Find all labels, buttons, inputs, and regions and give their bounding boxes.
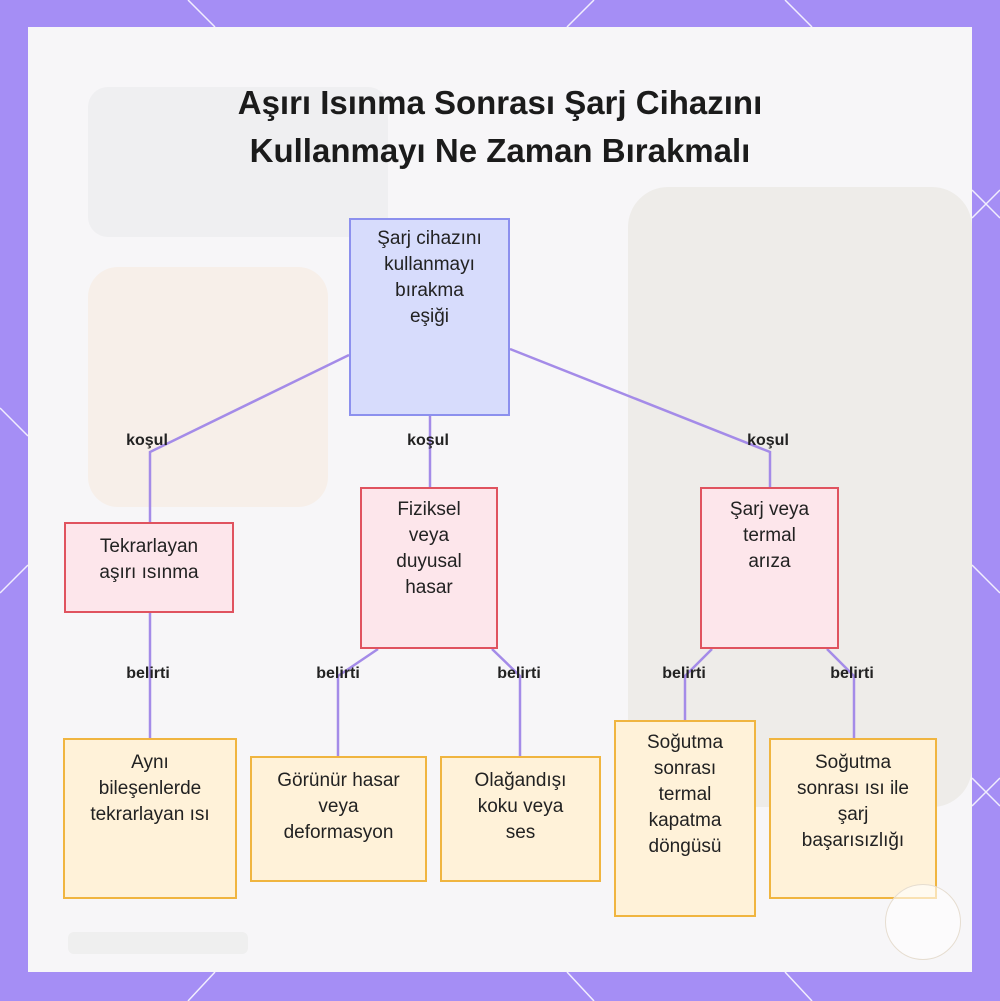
condition-node-overheating: Tekrarlayan aşırı ısınma [64, 522, 234, 613]
title-line-2: Kullanmayı Ne Zaman Bırakmalı [249, 132, 751, 169]
condition-label: Fiziksel veya duyusal hasar [396, 499, 462, 598]
edge-label-symptom: belirti [662, 665, 706, 682]
root-node-label: Şarj cihazını kullanmayı bırakma eşiği [377, 228, 482, 327]
condition-label: Şarj veya termal arıza [729, 499, 810, 572]
edge-label-condition: koşul [747, 432, 789, 449]
symptom-node-repeated-heat: Aynı bileşenlerde tekrarlayan ısı [63, 738, 237, 899]
diagram-edges [148, 347, 856, 756]
root-node: Şarj cihazını kullanmayı bırakma eşiği [349, 218, 510, 416]
edge-label-symptom: belirti [497, 665, 541, 682]
diagram-title: Aşırı Isınma Sonrası Şarj Cihazını Kulla… [28, 79, 972, 175]
symptom-label: Soğutma sonrası termal kapatma döngüsü [646, 732, 724, 857]
edge-label-symptom: belirti [316, 665, 360, 682]
symptom-label: Soğutma sonrası ısı ile şarj başarısızlı… [797, 752, 909, 851]
edge-damage-to-odd-smell [491, 648, 522, 756]
symptom-node-odd-smell: Olağandışı koku veya ses [440, 756, 601, 882]
edge-label-condition: koşul [126, 432, 168, 449]
condition-label: Tekrarlayan aşırı ısınma [99, 536, 199, 583]
edge-failure-to-shutdown-cycle [683, 648, 713, 720]
condition-node-failure: Şarj veya termal arıza [700, 487, 839, 649]
watermark-badge [885, 884, 961, 960]
edge-damage-to-visible-damage [336, 647, 379, 756]
condition-node-damage: Fiziksel veya duyusal hasar [360, 487, 498, 649]
edge-label-condition: koşul [407, 432, 449, 449]
edge-label-symptom: belirti [830, 665, 874, 682]
symptom-node-visible-damage: Görünür hasar veya deformasyon [250, 756, 427, 882]
title-line-1: Aşırı Isınma Sonrası Şarj Cihazını [237, 84, 763, 121]
edge-root-to-failure [509, 347, 772, 487]
edge-root-to-overheating [148, 353, 350, 522]
edge-label-symptom: belirti [126, 665, 170, 682]
symptom-label: Görünür hasar veya deformasyon [277, 770, 400, 843]
symptom-node-charge-fail: Soğutma sonrası ısı ile şarj başarısızlı… [769, 738, 937, 899]
symptom-node-shutdown-cycle: Soğutma sonrası termal kapatma döngüsü [614, 720, 756, 917]
symptom-label: Olağandışı koku veya ses [474, 770, 567, 843]
edge-failure-to-charge-fail [826, 648, 856, 738]
symptom-label: Aynı bileşenlerde tekrarlayan ısı [90, 752, 210, 825]
diagram-panel: Aşırı Isınma Sonrası Şarj Cihazını Kulla… [28, 27, 972, 972]
